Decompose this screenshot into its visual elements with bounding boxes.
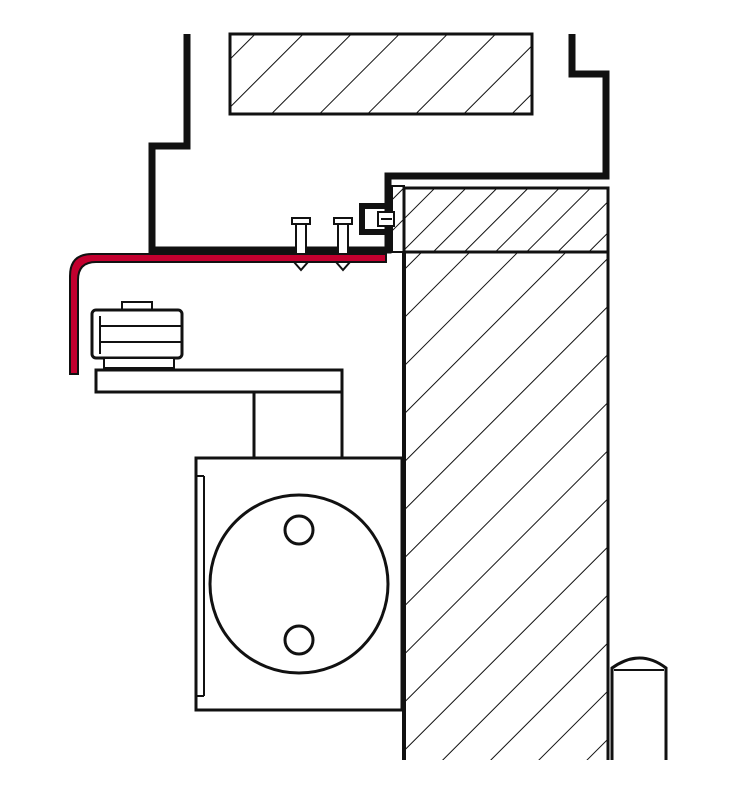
mounting-plate-highlight [69, 253, 387, 375]
screw-right [333, 217, 353, 272]
clip-bracket [359, 203, 395, 235]
door-top-edge-hatched [402, 186, 610, 254]
roller-assembly [90, 301, 184, 369]
door-leaf-hatched [402, 188, 610, 760]
arm-post [252, 390, 344, 460]
screw-left [291, 217, 311, 272]
closer-spindle-disc [208, 493, 390, 675]
spindle-hole-bottom [283, 624, 315, 656]
hinge-pin [610, 656, 668, 760]
wall-block-hatched [228, 32, 534, 116]
spindle-hole-top [283, 514, 315, 546]
slide-arm [94, 368, 344, 394]
mounting-screws [291, 217, 353, 272]
